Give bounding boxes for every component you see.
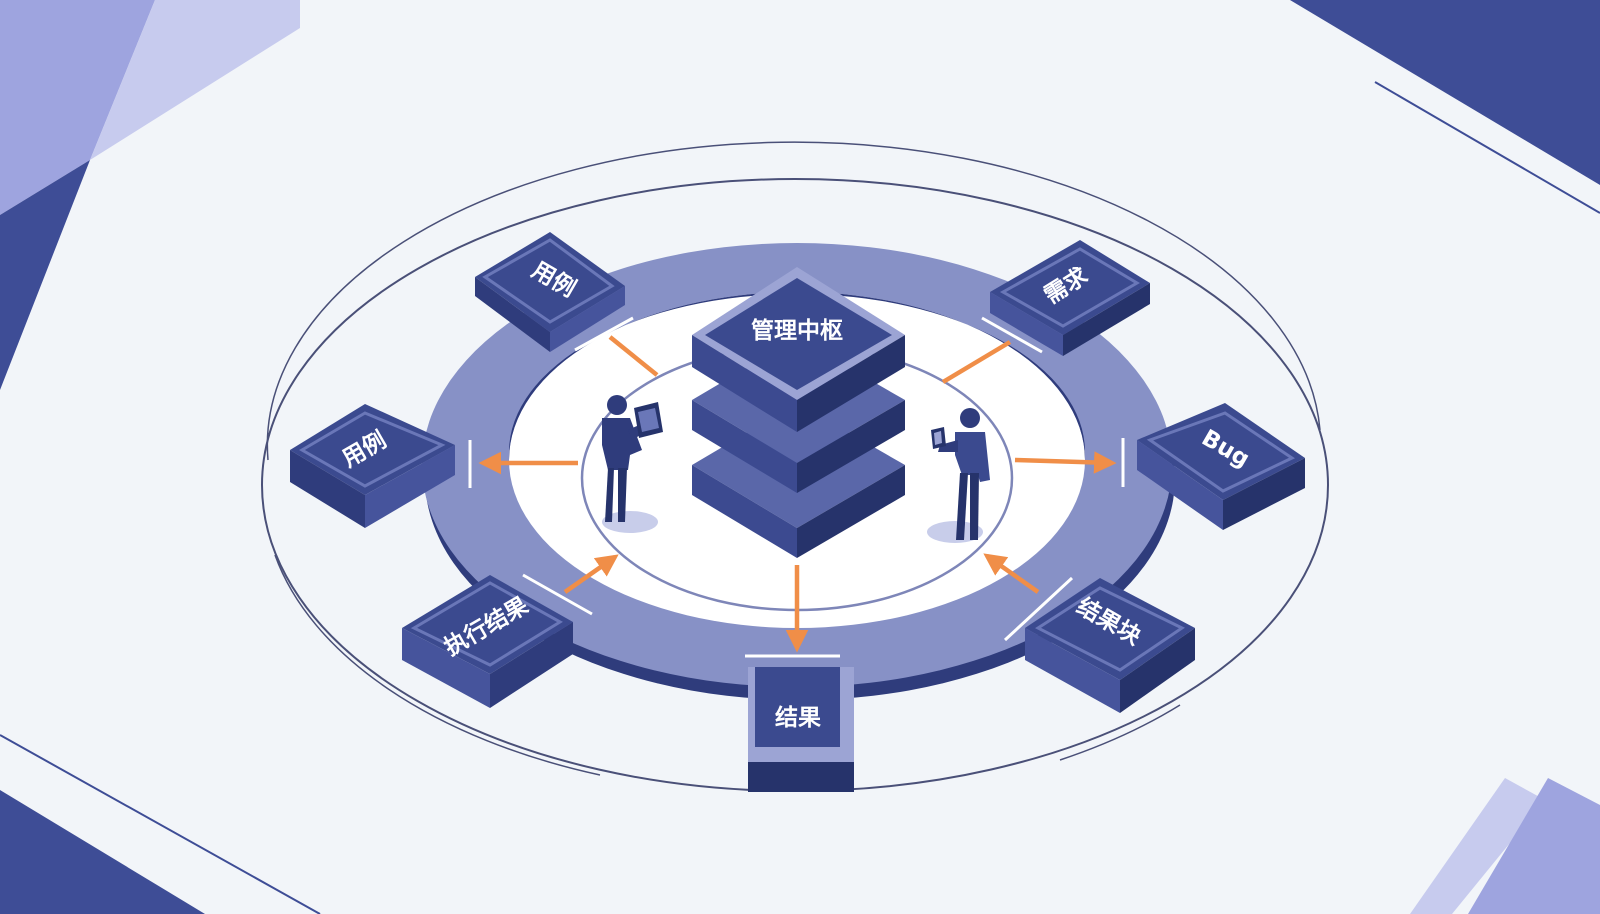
person-with-phone-icon [927,408,990,543]
node-left[interactable]: 用例 [290,404,455,528]
hub-label: 管理中枢 [751,317,843,344]
node-top-left[interactable]: 用例 [475,232,625,352]
connection-arrows [478,335,1117,653]
node-bracket-lines [468,316,1125,658]
node-top-right[interactable]: 需求 [990,240,1150,356]
node-bottom-right[interactable]: 结果块 [1025,578,1195,713]
node-label-bottom: 结果 [775,705,821,731]
node-right[interactable]: Bug [1137,403,1305,530]
node-bottom-left[interactable]: 执行结果 [402,575,573,708]
hub-stack [692,267,905,558]
node-bottom[interactable]: 结果 [748,667,854,792]
person-with-tablet-icon [602,395,663,533]
